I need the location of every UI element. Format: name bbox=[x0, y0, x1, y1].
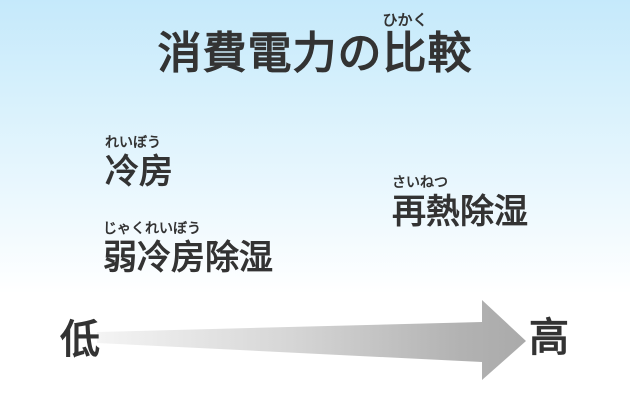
axis-low-label: 低 bbox=[60, 317, 100, 363]
title-text: 消費電力の比較 bbox=[157, 28, 473, 79]
label-reheat-dehumidify-furigana: さいねつ bbox=[392, 175, 448, 191]
power-axis-arrow-icon bbox=[97, 300, 526, 380]
page-title: ひかく 消費電力の比較 bbox=[0, 13, 630, 76]
label-cooling: れいぼう 冷房 bbox=[105, 136, 173, 189]
label-weak-cooling-dehumidify-furigana: じゃくれいぼう bbox=[103, 221, 201, 237]
axis-high-label: 高 bbox=[529, 315, 569, 361]
label-cooling-furigana: れいぼう bbox=[105, 135, 161, 151]
label-cooling-text: 冷房 bbox=[105, 152, 173, 192]
label-weak-cooling-dehumidify: じゃくれいぼう 弱冷房除湿 bbox=[103, 222, 273, 275]
label-reheat-dehumidify: さいねつ 再熱除湿 bbox=[392, 176, 528, 229]
label-reheat-dehumidify-text: 再熱除湿 bbox=[392, 192, 528, 232]
title-furigana: ひかく bbox=[382, 11, 428, 29]
page-title-inline: ひかく 消費電力の比較 bbox=[158, 13, 473, 76]
label-weak-cooling-dehumidify-text: 弱冷房除湿 bbox=[103, 238, 273, 278]
